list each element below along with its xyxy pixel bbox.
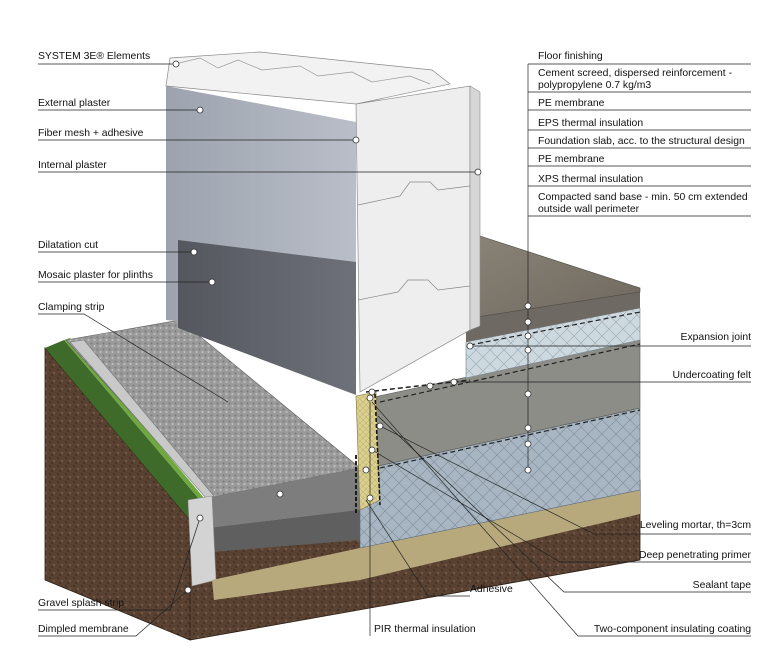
label-deep-penetrating-primer: Deep penetrating primer	[638, 550, 751, 561]
label-dilatation-cut: Dilatation cut	[38, 240, 99, 251]
label-sealant-tape: Sealant tape	[692, 580, 751, 591]
eps-floor-layer	[465, 288, 641, 379]
external-wall-face	[166, 86, 356, 395]
label-compacted-sand-base: Compacted sand base - min. 50 cm extende…	[538, 192, 748, 215]
label-external-plaster: External plaster	[38, 98, 111, 109]
label-internal-plaster: Internal plaster	[38, 160, 107, 171]
label-clamping-strip: Clamping strip	[38, 302, 105, 313]
label-xps-thermal-insulation: XPS thermal insulation	[538, 174, 644, 185]
system-3e-blocks	[165, 51, 481, 393]
label-pe-membrane-2: PE membrane	[538, 154, 605, 165]
clamping-strip	[69, 339, 215, 499]
label-dimpled-membrane: Dimpled membrane	[38, 624, 129, 635]
leader-dots	[172, 60, 532, 594]
undercoating-felt	[365, 311, 641, 469]
label-floor-finishing: Floor finishing	[538, 51, 603, 62]
label-foundation-slab: Foundation slab, acc. to the structural …	[538, 136, 745, 147]
label-cement-screed: Cement screed, dispersed reinforcement -…	[538, 68, 733, 91]
label-undercoating-felt: Undercoating felt	[672, 370, 751, 381]
leader-lines	[38, 63, 751, 637]
label-eps-thermal-insulation: EPS thermal insulation	[538, 118, 644, 129]
gravel-plane	[65, 319, 361, 552]
label-pir-thermal-insulation: PIR thermal insulation	[374, 624, 476, 635]
label-pe-membrane-1: PE membrane	[538, 98, 605, 109]
label-gravel-splash-strip: Gravel splash strip	[38, 598, 125, 609]
label-fiber-mesh-adhesive: Fiber mesh + adhesive	[38, 128, 144, 139]
sand-base-layer	[212, 490, 640, 600]
label-system-3e-elements: SYSTEM 3E® Elements	[38, 51, 151, 62]
label-leveling-mortar: Leveling mortar, th=3cm	[639, 520, 751, 531]
label-mosaic-plaster-plinths: Mosaic plaster for plinths	[38, 270, 153, 281]
label-adhesive: Adhesive	[470, 584, 513, 595]
label-two-component-coating: Two-component insulating coating	[593, 624, 751, 635]
label-expansion-joint: Expansion joint	[680, 332, 751, 343]
pir-strip	[355, 391, 381, 515]
